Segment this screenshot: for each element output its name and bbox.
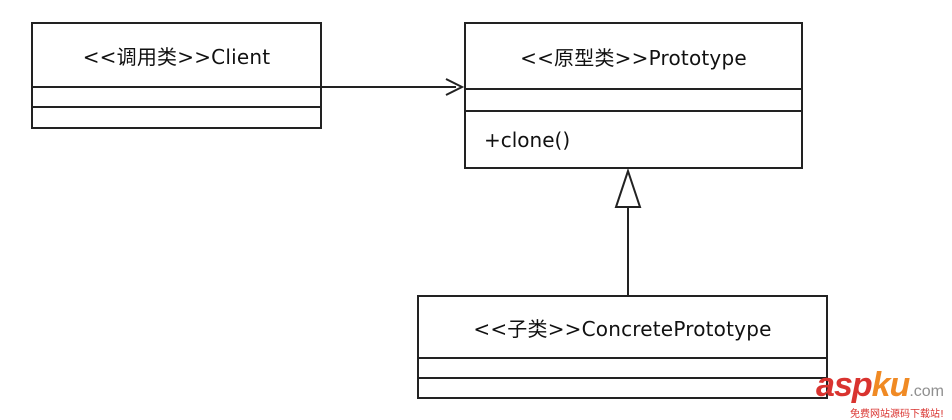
prototype-method-clone: +clone(): [466, 110, 801, 167]
watermark-slogan: 免费网站源码下载站!: [849, 409, 944, 420]
concrete-prototype-class-box[interactable]: <<子类>>ConcretePrototype: [417, 295, 828, 399]
client-attributes-section: [33, 86, 320, 106]
client-class-box[interactable]: <<调用类>>Client: [31, 22, 322, 129]
prototype-attributes-section: [466, 88, 801, 110]
watermark-logo: aspku.com: [816, 366, 944, 404]
prototype-class-box[interactable]: <<原型类>>Prototype +clone(): [464, 22, 803, 169]
prototype-class-name: <<原型类>>Prototype: [520, 45, 747, 70]
concrete-methods-section: [419, 377, 826, 397]
aspku-watermark: aspku.com 免费网站源码下载站!: [774, 366, 944, 420]
association-arrowhead: [445, 78, 465, 96]
client-class-name: <<调用类>>Client: [82, 44, 271, 69]
generalization-triangle: [614, 167, 642, 208]
concrete-attributes-section: [419, 357, 826, 377]
concrete-prototype-class-name: <<子类>>ConcretePrototype: [473, 316, 772, 341]
client-methods-section: [33, 106, 320, 127]
